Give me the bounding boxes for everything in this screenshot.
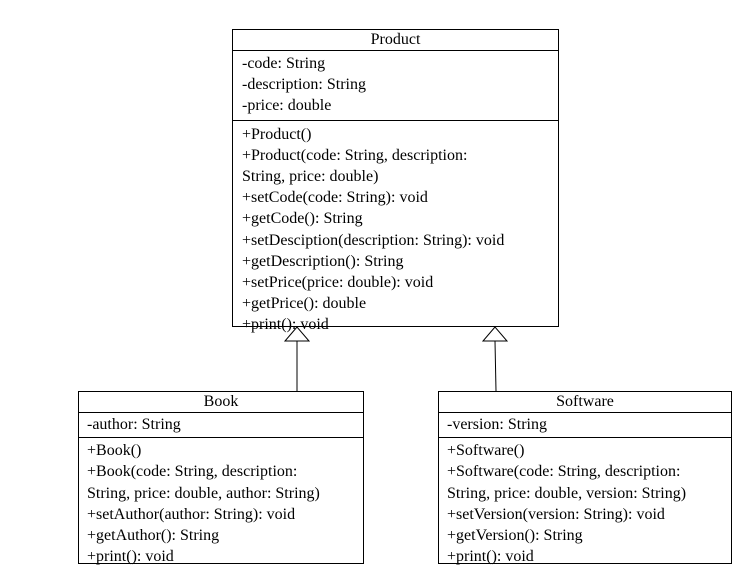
software-class-box[interactable]: Software -version: String +Software() +S… <box>438 391 732 565</box>
product-operation: +setPrice(price: double): void <box>242 274 434 292</box>
product-attribute: -description: String <box>242 76 366 94</box>
software-operations: +Software() +Software(code: String, desc… <box>439 438 731 569</box>
book-class-box[interactable]: Book -author: String +Book() +Book(code:… <box>78 391 364 565</box>
product-operations: +Product() +Product(code: String, descri… <box>233 121 558 339</box>
product-class-box[interactable]: Product -code: String -description: Stri… <box>232 29 559 333</box>
product-attribute: -code: String <box>242 55 326 72</box>
book-operation: +Book(code: String, description: <box>87 463 298 481</box>
product-operation: +Product() <box>242 125 312 143</box>
book-operation: +setAuthor(author: String): void <box>87 505 296 523</box>
product-operation: +getPrice(): double <box>242 295 367 313</box>
product-operation: +getCode(): String <box>242 210 363 228</box>
software-operation: +Software(code: String, description: <box>447 463 681 481</box>
software-attribute: -version: String <box>447 416 547 433</box>
product-operation: +Product(code: String, description: <box>242 146 468 164</box>
software-operation: +print(): void <box>447 548 534 566</box>
book-operation: +Book() <box>87 442 142 460</box>
product-class-name: Product <box>233 30 558 51</box>
book-operation: +getAuthor(): String <box>87 527 220 545</box>
product-operation: +setDesciption(description: String): voi… <box>242 231 505 249</box>
software-operation: +getVersion(): String <box>447 527 583 545</box>
book-operation: String, price: double, author: String) <box>87 484 320 502</box>
product-operation: +getDescription(): String <box>242 252 404 270</box>
product-attributes: -code: String -description: String -pric… <box>233 51 558 121</box>
software-operation: String, price: double, version: String) <box>447 484 687 502</box>
book-operation: +print(): void <box>87 548 174 566</box>
book-attribute: -author: String <box>87 416 181 433</box>
software-to-product-line <box>494 340 497 392</box>
book-attributes: -author: String <box>79 413 363 439</box>
product-operation: String, price: double) <box>242 168 379 186</box>
product-attribute: -price: double <box>242 97 332 115</box>
book-operations: +Book() +Book(code: String, description:… <box>79 438 363 569</box>
product-operation: +setCode(code: String): void <box>242 189 428 207</box>
software-operation: +Software() <box>447 442 525 460</box>
software-class-name: Software <box>439 392 731 413</box>
software-operation: +setVersion(version: String): void <box>447 505 665 523</box>
book-class-name: Book <box>79 392 363 413</box>
software-attributes: -version: String <box>439 413 731 439</box>
product-operation: +print(): void <box>242 316 329 334</box>
